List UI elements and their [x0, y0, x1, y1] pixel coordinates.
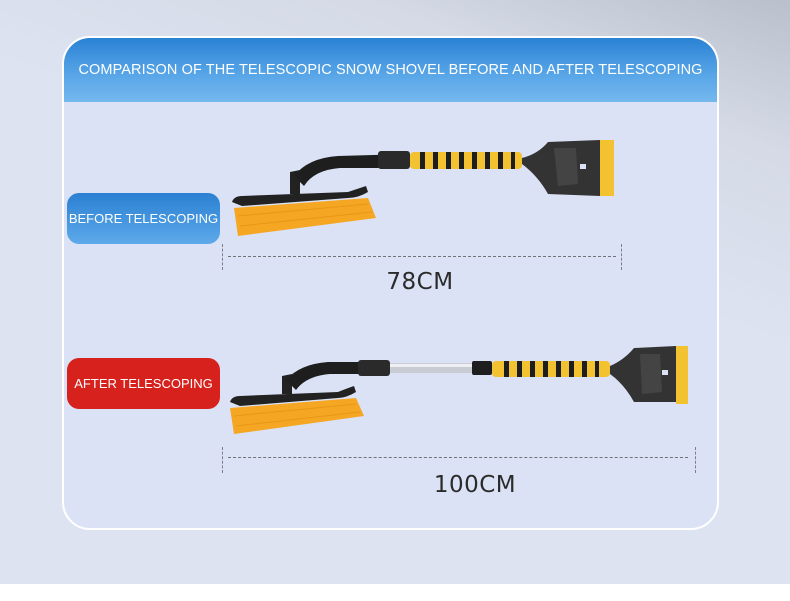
- after-length-label: 100CM: [433, 472, 517, 498]
- before-telescoping-label: BEFORE TELESCOPING: [67, 193, 220, 244]
- dimension-start-tick: [222, 244, 223, 270]
- snow-brush-collapsed-icon: [232, 140, 614, 236]
- comparison-card: COMPARISON OF THE TELESCOPIC SNOW SHOVEL…: [62, 36, 719, 530]
- snow-brush-extended-icon: [230, 346, 688, 434]
- card-title: COMPARISON OF THE TELESCOPIC SNOW SHOVEL…: [78, 62, 703, 78]
- dimension-end-tick: [621, 244, 622, 270]
- dimension-line: [228, 457, 688, 458]
- dimension-start-tick: [222, 447, 223, 473]
- after-telescoping-label: AFTER TELESCOPING: [67, 358, 220, 409]
- before-length-label: 78CM: [386, 269, 454, 295]
- dimension-line: [228, 256, 616, 257]
- dimension-end-tick: [695, 447, 696, 473]
- card-header: COMPARISON OF THE TELESCOPIC SNOW SHOVEL…: [64, 38, 717, 102]
